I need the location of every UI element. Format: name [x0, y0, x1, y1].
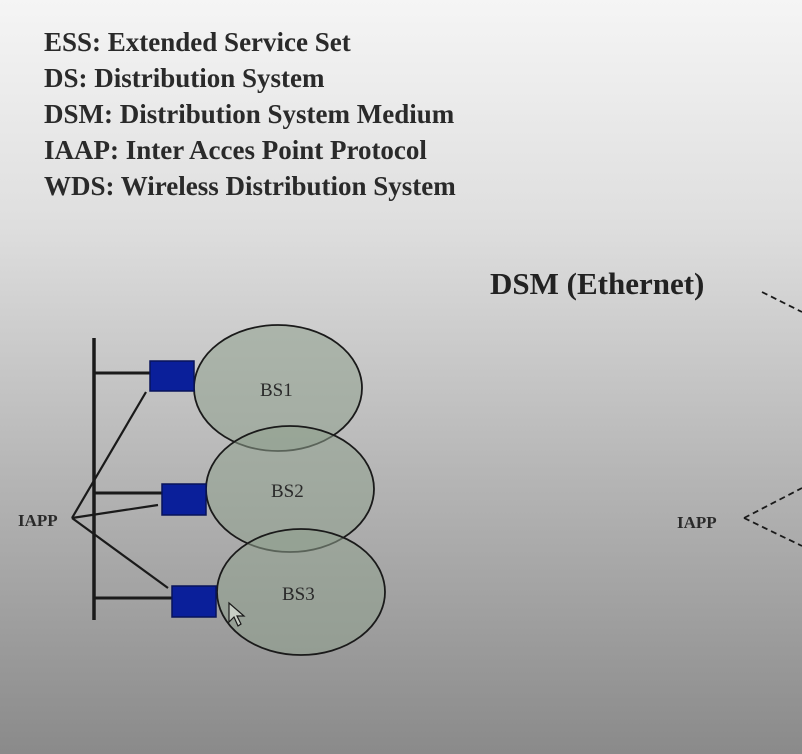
iapp-link-ap1 — [71, 391, 147, 519]
bs2-label: BS2 — [271, 481, 304, 502]
legend-line-ds: DS: Distribution System — [44, 63, 325, 93]
iapp-dashed-line-lower — [743, 517, 802, 547]
legend-line-dsm: DSM: Distribution System Medium — [44, 99, 455, 129]
mouse-pointer-icon — [228, 601, 246, 627]
dsm-dashed-line — [761, 291, 802, 313]
dsm-ethernet-label: DSM (Ethernet) — [490, 266, 705, 301]
legend-line-iaap: IAAP: Inter Acces Point Protocol — [44, 135, 427, 165]
legend-line-ess: ESS: Extended Service Set — [44, 27, 351, 57]
access-point-1 — [149, 360, 195, 392]
iapp-label-right: IAPP — [677, 513, 717, 532]
bs3-cell — [216, 528, 386, 656]
access-point-3 — [171, 585, 217, 618]
iapp-dashed-line-upper — [743, 487, 802, 519]
iapp-link-ap3 — [71, 517, 169, 589]
bs3-label: BS3 — [282, 584, 315, 605]
legend-line-wds: WDS: Wireless Distribution System — [44, 171, 456, 201]
legend: ESS: Extended Service Set DS: Distributi… — [44, 24, 456, 204]
bs1-label: BS1 — [260, 380, 293, 401]
iapp-label-left: IAPP — [18, 511, 58, 530]
iapp-link-ap2 — [71, 503, 159, 520]
access-point-2 — [161, 483, 207, 516]
